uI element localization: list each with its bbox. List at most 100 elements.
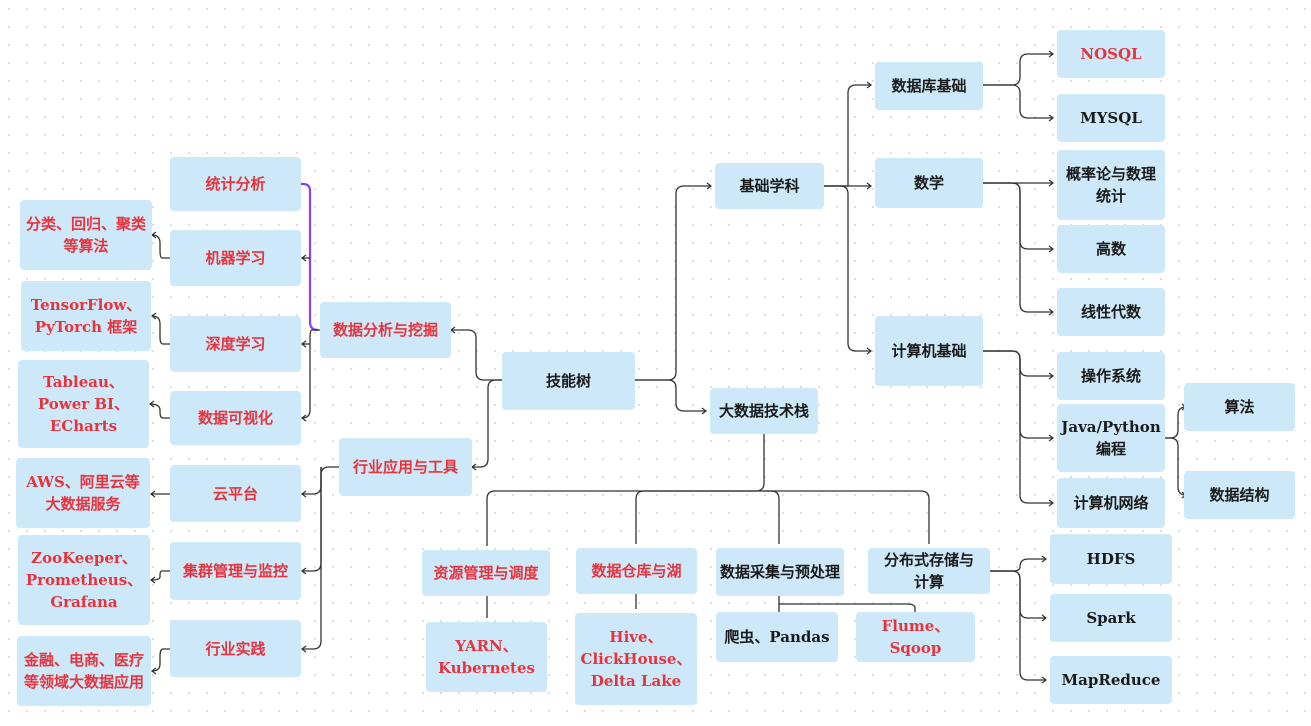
node-java-python[interactable]: Java/Python 编程: [1057, 404, 1165, 472]
connector-line: [983, 84, 1053, 119]
node-mysql[interactable]: MYSQL: [1057, 94, 1165, 142]
connector-line: [990, 570, 1046, 619]
node-linear-algebra[interactable]: 线性代数: [1057, 288, 1165, 336]
node-industry-apps[interactable]: 金融、电商、医疗 等领域大数据应用: [17, 636, 151, 706]
connector-arrowhead: [150, 490, 156, 498]
connector-arrowhead: [1048, 434, 1054, 442]
node-warehouse-lake[interactable]: 数据仓库与湖: [576, 548, 697, 594]
connector-arrowhead: [1048, 245, 1054, 253]
connector-line: [635, 379, 706, 412]
node-cluster-tools[interactable]: ZooKeeper、 Prometheus、 Grafana: [18, 535, 150, 625]
connector-line: [983, 350, 1053, 377]
node-cs-basics[interactable]: 计算机基础: [875, 316, 983, 386]
connector-arrowhead: [1048, 179, 1054, 187]
connector-arrowhead: [1048, 372, 1054, 380]
connector-arrowhead: [151, 312, 157, 320]
connector-line: [635, 185, 711, 381]
connector-line: [151, 648, 170, 672]
connector-arrowhead: [1048, 308, 1054, 316]
node-industry-tools[interactable]: 行业应用与工具: [339, 438, 472, 496]
connector-line: [983, 53, 1053, 86]
node-stat-analysis[interactable]: 统计分析: [170, 157, 301, 211]
node-dist-storage[interactable]: 分布式存储与 计算: [868, 548, 990, 594]
connector-line: [1165, 406, 1187, 439]
node-cloud-services[interactable]: AWS、阿里云等 大数据服务: [16, 458, 150, 528]
node-data-analysis[interactable]: 数据分析与挖掘: [320, 302, 451, 358]
connector-arrowhead: [151, 231, 157, 239]
connector-line: [990, 558, 1046, 572]
connector-arrowhead: [1041, 676, 1047, 684]
connector-arrowhead: [471, 463, 477, 471]
connector-line: [486, 434, 765, 546]
connector-line: [764, 490, 930, 544]
node-data-structures[interactable]: 数据结构: [1184, 471, 1295, 519]
node-db-basics[interactable]: 数据库基础: [875, 62, 983, 110]
node-bigdata-stack[interactable]: 大数据技术栈: [710, 388, 818, 434]
connector-line: [635, 490, 764, 544]
node-networks[interactable]: 计算机网络: [1057, 478, 1165, 528]
connector-line: [983, 182, 1053, 250]
connector-arrowhead: [149, 400, 155, 408]
node-industry-practice[interactable]: 行业实践: [170, 620, 301, 677]
connector-arrowhead: [1048, 499, 1054, 507]
connector-arrowhead: [706, 182, 712, 190]
node-flume-sqoop[interactable]: Flume、Sqoop: [856, 612, 975, 662]
connector-line: [824, 185, 871, 352]
connector-arrowhead: [450, 326, 456, 334]
connector-arrowhead: [301, 340, 307, 348]
connector-line: [302, 467, 322, 650]
connector-arrowhead: [150, 576, 156, 584]
node-machine-learning[interactable]: 机器学习: [170, 230, 301, 286]
node-deep-learning[interactable]: 深度学习: [170, 316, 301, 372]
node-spark[interactable]: Spark: [1050, 594, 1172, 642]
connector-arrowhead: [866, 347, 872, 355]
node-basics[interactable]: 基础学科: [715, 163, 824, 209]
node-mapreduce[interactable]: MapReduce: [1050, 656, 1172, 704]
node-resource-mgmt[interactable]: 资源管理与调度: [422, 550, 550, 596]
connector-arrowhead: [1048, 50, 1054, 58]
node-tf-pytorch[interactable]: TensorFlow、 PyTorch 框架: [21, 281, 151, 351]
connector-line: [149, 403, 170, 419]
node-ml-algos[interactable]: 分类、回归、聚类 等算法: [20, 200, 152, 270]
connector-arrowhead: [1041, 555, 1047, 563]
connector-line: [301, 182, 319, 332]
connector-arrowhead: [301, 645, 307, 653]
connector-line: [990, 570, 1046, 681]
connector-arrowhead: [866, 182, 872, 190]
node-algorithms[interactable]: 算法: [1184, 383, 1295, 431]
node-collect-preprocess[interactable]: 数据采集与预处理: [716, 548, 844, 596]
connector-arrowhead: [301, 490, 307, 498]
connector-line: [778, 596, 916, 612]
connector-line: [983, 350, 1053, 504]
node-prob-stats[interactable]: 概率论与数理 统计: [1057, 150, 1165, 220]
connector-arrowhead: [301, 414, 307, 422]
node-crawler-pandas[interactable]: 爬虫、Pandas: [716, 612, 838, 662]
connector-line: [302, 467, 322, 572]
node-hdfs[interactable]: HDFS: [1050, 534, 1172, 584]
connector-arrowhead: [301, 254, 307, 262]
connector-arrowhead: [151, 667, 157, 675]
connector-line: [451, 329, 502, 381]
connector-arrowhead: [1048, 114, 1054, 122]
connector-line: [764, 490, 780, 544]
node-calculus[interactable]: 高数: [1057, 225, 1165, 273]
node-root[interactable]: 技能树: [502, 352, 635, 410]
connector-line: [983, 350, 1053, 439]
connector-arrowhead: [1041, 614, 1047, 622]
node-nosql[interactable]: NOSQL: [1057, 30, 1165, 78]
connector-line: [1165, 437, 1187, 496]
connector-line: [301, 329, 320, 419]
node-viz-tools[interactable]: Tableau、 Power BI、 ECharts: [18, 360, 149, 448]
node-cluster-mgmt[interactable]: 集群管理与监控: [170, 542, 301, 600]
connector-line: [151, 234, 170, 259]
node-cloud[interactable]: 云平台: [170, 465, 301, 522]
connector-arrowhead: [301, 567, 307, 575]
connector-line: [151, 315, 170, 345]
connector-arrowhead: [701, 407, 707, 415]
node-math[interactable]: 数学: [875, 158, 983, 208]
node-os[interactable]: 操作系统: [1057, 352, 1165, 400]
node-hive-ch-dl[interactable]: Hive、 ClickHouse、 Delta Lake: [575, 613, 697, 705]
node-data-viz[interactable]: 数据可视化: [170, 391, 301, 445]
node-yarn-k8s[interactable]: YARN、 Kubernetes: [426, 622, 547, 692]
connector-line: [150, 570, 170, 581]
